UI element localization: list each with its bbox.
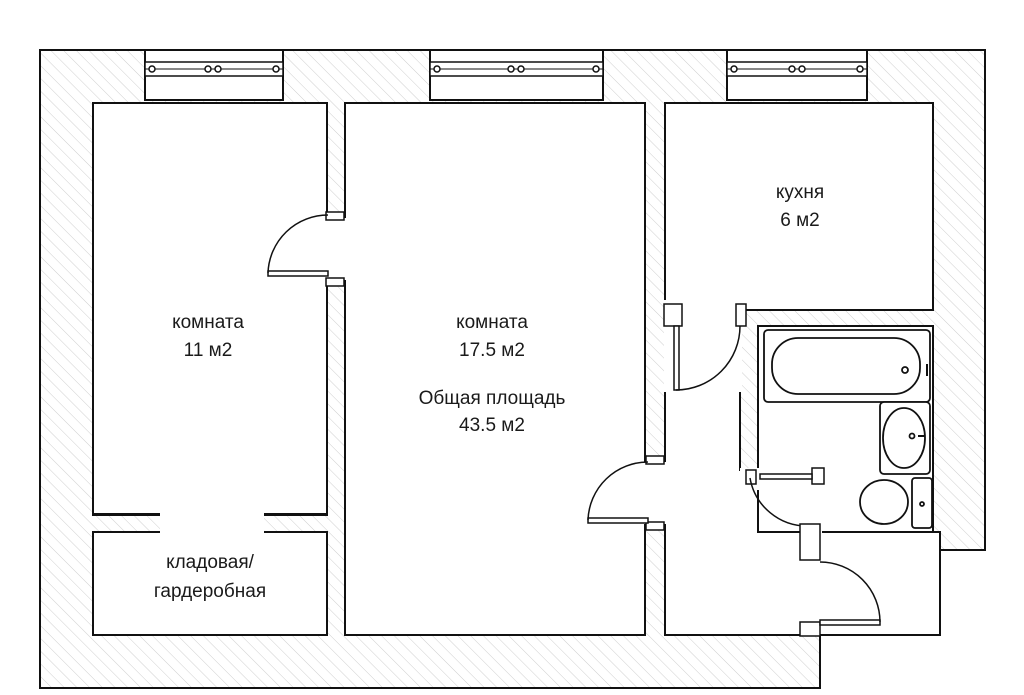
window-icon — [144, 49, 284, 101]
kitchen-name: кухня — [776, 182, 824, 203]
toilet-icon — [859, 477, 933, 529]
sink-icon — [879, 401, 931, 475]
total-area-label: Общая площадь — [419, 388, 566, 409]
passage-left-door — [326, 218, 346, 280]
room-left — [92, 102, 328, 516]
room-center-area: 17.5 м2 — [459, 340, 525, 361]
passage-storage — [160, 514, 264, 533]
bathtub-icon — [763, 329, 931, 403]
storage-name-line1: кладовая/ — [166, 552, 255, 573]
room-left-area: 11 м2 — [184, 340, 233, 361]
room-center-name: комната — [456, 312, 528, 333]
door-swing-icon — [745, 467, 825, 527]
room-center — [344, 102, 646, 636]
room-left-name: комната — [172, 312, 244, 333]
door-swing-icon — [799, 523, 881, 637]
storage-name-line2: гардеробная — [154, 581, 266, 602]
passage-center-door — [644, 462, 666, 524]
door-swing-icon — [267, 211, 345, 287]
window-icon — [726, 49, 868, 101]
door-swing-icon — [587, 455, 665, 531]
window-icon — [429, 49, 604, 101]
door-swing-icon — [663, 303, 747, 391]
storage-room — [92, 531, 328, 636]
total-area-value: 43.5 м2 — [459, 415, 525, 436]
kitchen-area: 6 м2 — [780, 210, 819, 231]
